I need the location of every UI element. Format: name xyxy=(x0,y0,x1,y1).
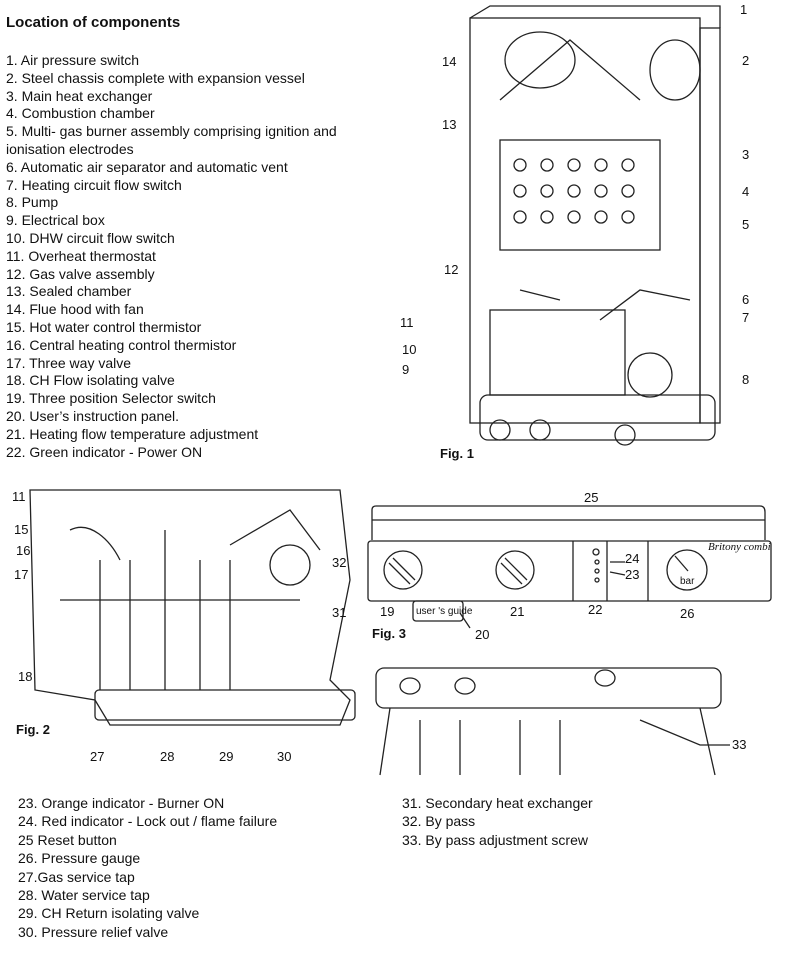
fig3-callout-label: 19 xyxy=(380,604,395,619)
burner-hole xyxy=(567,184,581,198)
list-item: 26. Pressure gauge xyxy=(18,850,141,867)
fig1-boiler-drawing xyxy=(469,5,721,446)
list-item: 8. Pump xyxy=(6,194,59,211)
list-item: 27.Gas service tap xyxy=(18,868,135,885)
fig1-callout-label: 4 xyxy=(742,184,750,199)
fig3-callout-label: 33 xyxy=(732,737,747,752)
fig1-callout-label: 9 xyxy=(402,362,410,377)
list-item: 17. Three way valve xyxy=(6,354,132,371)
fig1-callout-label: 5 xyxy=(742,217,750,232)
lower-panel-drawing xyxy=(375,667,730,776)
users-guide-label: user 's guide xyxy=(416,606,473,617)
burner-hole xyxy=(594,158,608,172)
fig1-callout-label: 13 xyxy=(442,117,457,132)
burner-hole xyxy=(621,158,635,172)
burner-hole xyxy=(567,158,581,172)
list-item: 23. Orange indicator - Burner ON xyxy=(18,795,225,811)
fig2-hydraulic-drawing xyxy=(29,489,356,726)
list-item: 22. Green indicator - Power ON xyxy=(6,443,203,460)
fig2-callout-label: 28 xyxy=(160,749,175,764)
list-item: 6. Automatic air separator and automatic… xyxy=(6,158,288,175)
fig1-callout-label: 11 xyxy=(400,315,414,330)
list-item: 28. Water service tap xyxy=(18,887,150,904)
burner-hole xyxy=(513,158,527,172)
fig2-callout-label: 27 xyxy=(90,749,105,764)
list-item: 20. User’s instruction panel. xyxy=(6,407,180,424)
list-item: 33. By pass adjustment screw xyxy=(402,831,588,848)
fig3-callout-label: 20 xyxy=(475,627,490,642)
fig2-callout-label: 17 xyxy=(14,567,29,582)
burner-hole xyxy=(540,184,554,198)
fig3-callout-label: 24 xyxy=(625,551,640,566)
fig1-callout-label: 10 xyxy=(402,342,417,357)
fig3-control-panel-drawing xyxy=(367,505,772,629)
fig1-callout-label: 8 xyxy=(742,372,750,387)
fig2-callout-label: 11 xyxy=(12,489,26,504)
gauge-unit: bar xyxy=(680,576,695,587)
list-item: 2. Steel chassis complete with expansion… xyxy=(6,69,305,86)
fig1-callout-label: 12 xyxy=(444,262,459,277)
fig2-callout-label: 30 xyxy=(277,749,292,764)
burner-hole xyxy=(513,184,527,198)
list-item: 14. Flue hood with fan xyxy=(6,301,144,318)
list-item: 18. CH Flow isolating valve xyxy=(6,372,175,389)
fig3-callout-label: 21 xyxy=(510,604,525,619)
list-item: 29. CH Return isolating valve xyxy=(18,905,200,922)
brand-logo: Britony combi xyxy=(708,541,771,553)
list-item: 3. Main heat exchanger xyxy=(6,87,153,104)
list-item: 7. Heating circuit flow switch xyxy=(6,176,182,193)
list-item: 9. Electrical box xyxy=(6,212,105,229)
list-item: 25 Reset button xyxy=(18,831,117,848)
fig1-callout-label: 6 xyxy=(742,292,750,307)
list-item: 30. Pressure relief valve xyxy=(18,923,169,940)
fig2-caption: Fig. 2 xyxy=(16,722,50,737)
fig2-callout-label: 32 xyxy=(332,555,347,570)
fig1-callout-label: 14 xyxy=(442,54,457,69)
fig1-caption: Fig. 1 xyxy=(440,446,474,461)
list-item: 1. Air pressure switch xyxy=(6,52,140,68)
list-item: 19. Three position Selector switch xyxy=(6,390,216,407)
list-item: 5. Multi- gas burner assembly comprising… xyxy=(6,123,337,140)
fig2-callout-label: 31 xyxy=(332,605,347,620)
fig1-callout-label: 7 xyxy=(742,310,750,325)
list-item: 31. Secondary heat exchanger xyxy=(402,795,593,811)
burner-hole xyxy=(621,184,635,198)
list-item: 16. Central heating control thermistor xyxy=(6,336,237,353)
burner-hole xyxy=(540,158,554,172)
list-item: 32. By pass xyxy=(402,813,476,830)
fig1-callout-label: 1 xyxy=(740,2,748,17)
list-item: 24. Red indicator - Lock out / flame fai… xyxy=(18,813,278,830)
fig2-callout-label: 16 xyxy=(16,543,31,558)
fig3-caption: Fig. 3 xyxy=(372,626,406,641)
list-item: 4. Combustion chamber xyxy=(6,105,155,122)
fig3-callout-label: 23 xyxy=(625,567,640,582)
list-item: 15. Hot water control thermistor xyxy=(6,318,202,335)
list-item: 13. Sealed chamber xyxy=(6,283,132,300)
burner-hole xyxy=(567,210,581,224)
list-item: 12. Gas valve assembly xyxy=(6,265,155,282)
burner-hole xyxy=(513,210,527,224)
fig2-callout-label: 15 xyxy=(14,522,29,537)
fig3-callout-label: 22 xyxy=(588,602,603,617)
burner-hole xyxy=(621,210,635,224)
fig1-callout-label: 2 xyxy=(742,53,750,68)
fig3-callout-label: 25 xyxy=(584,490,599,505)
fig3-callout-label: 26 xyxy=(680,606,695,621)
page-title: Location of components xyxy=(6,14,181,31)
list-item: ionisation electrodes xyxy=(6,140,134,157)
burner-hole xyxy=(594,210,608,224)
list-item: 21. Heating flow temperature adjustment xyxy=(6,425,259,442)
component-list-continued: 23. Orange indicator - Burner ON 24. Red … xyxy=(18,794,277,941)
fig1-callout-label: 3 xyxy=(742,147,750,162)
fig2-callout-label: 18 xyxy=(18,669,33,684)
list-item: 10. DHW circuit flow switch xyxy=(6,229,175,246)
burner-hole xyxy=(540,210,554,224)
fig2-callout-label: 29 xyxy=(219,749,234,764)
list-item: 11. Overheat thermostat xyxy=(6,247,156,264)
burner-hole xyxy=(594,184,608,198)
